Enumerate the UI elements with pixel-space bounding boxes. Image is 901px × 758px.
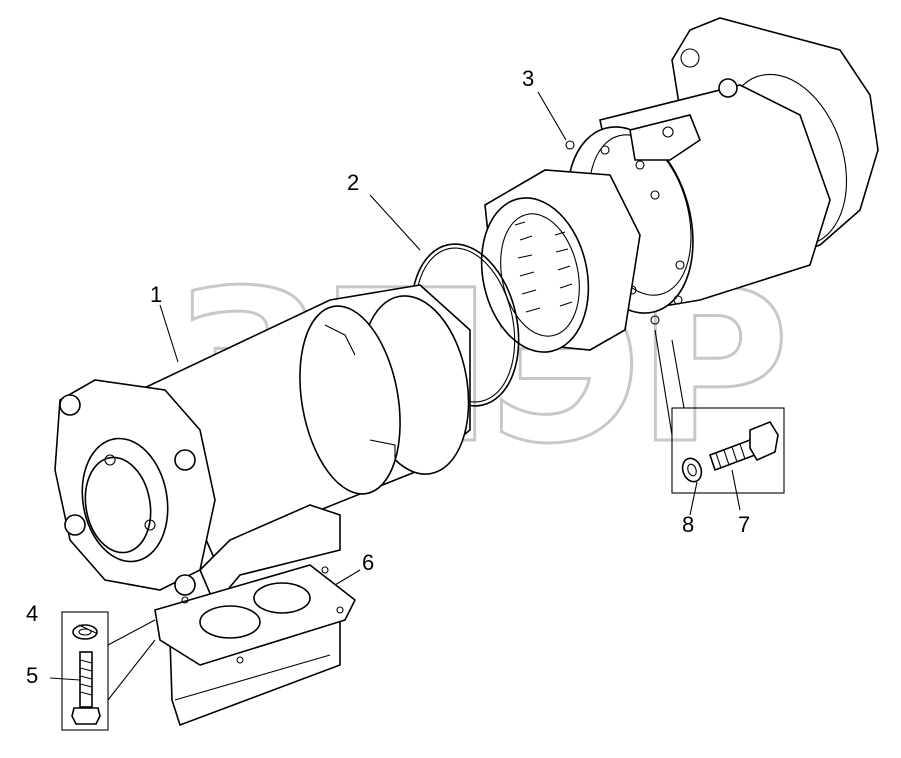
part-5-bolt — [71, 651, 101, 725]
leader-lines — [49, 91, 741, 681]
detail-box-4-5 — [61, 611, 156, 731]
detail-box-7-8 — [654, 329, 785, 494]
part-3-flange-adapter — [480, 17, 879, 353]
part-4-lock-washer — [72, 624, 98, 640]
callout-6: 6 — [362, 550, 374, 575]
callout-4: 4 — [26, 601, 38, 626]
callout-8: 8 — [682, 512, 694, 537]
callout-5: 5 — [26, 663, 38, 688]
part-1-pump-housing — [54, 284, 471, 607]
callout-labels: 1 2 3 4 5 6 7 8 — [26, 66, 750, 688]
callout-7: 7 — [738, 512, 750, 537]
callout-2: 2 — [347, 170, 359, 195]
part-6-gasket — [154, 564, 357, 727]
callout-3: 3 — [522, 66, 534, 91]
callout-1: 1 — [150, 282, 162, 307]
part-8-lock-washer — [681, 457, 703, 483]
part-7-bolt — [708, 421, 779, 472]
